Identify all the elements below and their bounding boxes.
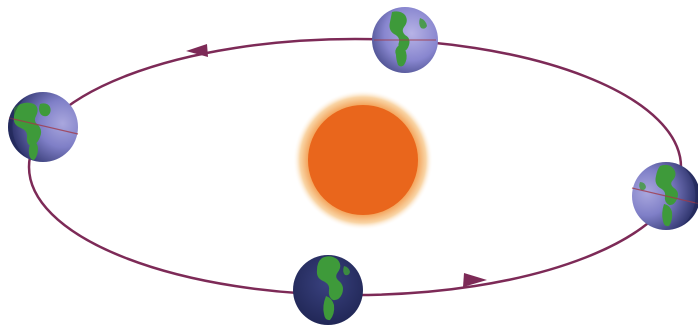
earth-globe-icon: [8, 92, 78, 162]
sun-icon: [293, 90, 433, 230]
earth-globe-icon: [293, 255, 363, 325]
earth-globe-icon: [632, 162, 698, 230]
earth-globe-icon: [372, 7, 438, 73]
